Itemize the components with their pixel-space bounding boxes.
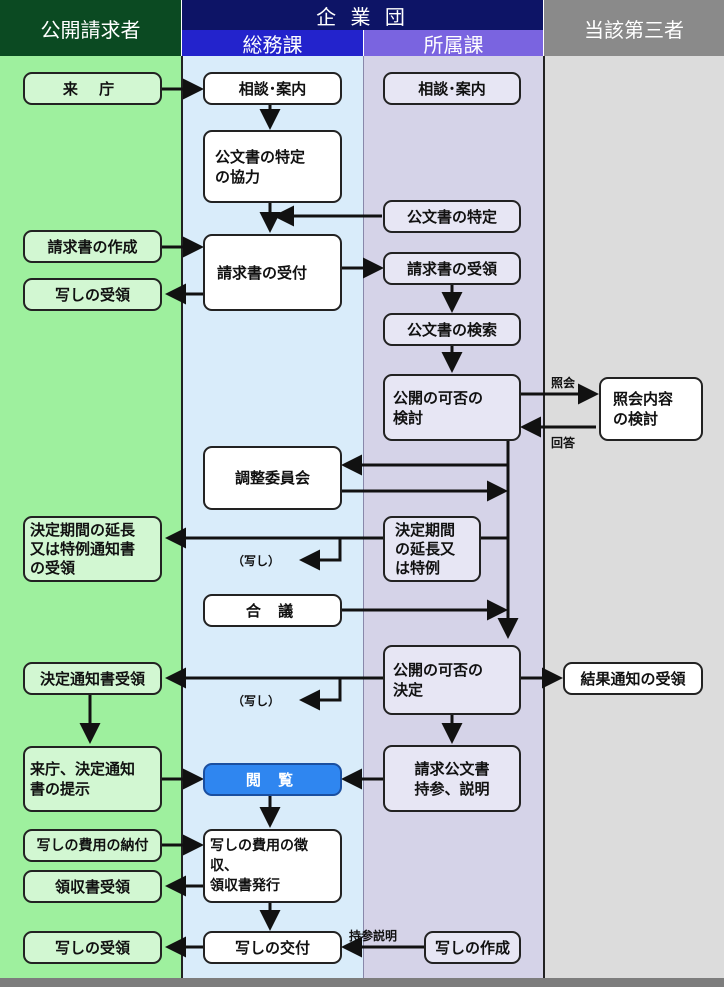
arrow-copy-2 <box>299 678 342 711</box>
node-receive-copy-1: 写しの受領 <box>23 278 162 311</box>
node-receive-copy-2: 写しの受領 <box>23 931 162 964</box>
arrow-copy-1 <box>299 538 342 571</box>
node-receive-receipt: 領収書受領 <box>23 870 162 903</box>
node-consult-dept: 相談･案内 <box>383 72 521 105</box>
node-make-copy: 写しの作成 <box>424 931 521 964</box>
node-receive-extension: 決定期間の延長 又は特例通知書 の受領 <box>23 516 162 582</box>
label-copy-2: （写し） <box>232 694 281 708</box>
node-extension: 決定期間 の延長又 は特例 <box>383 516 481 582</box>
node-create-request: 請求書の作成 <box>23 230 162 263</box>
node-visit-present: 来庁、決定通知 書の提示 <box>23 746 162 812</box>
header-department: 所属課 <box>364 30 543 57</box>
node-review-inquiry: 照会内容 の検討 <box>599 377 703 441</box>
node-viewing: 閲 覧 <box>203 763 342 796</box>
node-committee: 調整委員会 <box>203 446 342 510</box>
node-collect-fee: 写しの費用の徴収、 領収書発行 <box>203 829 342 903</box>
header-general-affairs: 総務課 <box>182 30 363 57</box>
lane-divider-3 <box>543 56 545 978</box>
node-consult-general: 相談･案内 <box>203 72 342 105</box>
lane-divider-1 <box>181 56 183 978</box>
node-accept-request: 請求書の受付 <box>203 234 342 311</box>
label-copy-1: （写し） <box>232 554 281 568</box>
header-organization: 企 業 団 <box>182 0 543 30</box>
bottom-bar <box>0 978 724 987</box>
node-decision: 公開の可否の 決定 <box>383 645 521 715</box>
node-receive-result: 結果通知の受領 <box>563 662 703 695</box>
lane-divider-2 <box>363 56 364 978</box>
node-consultation: 合 議 <box>203 594 342 627</box>
node-identify: 公文書の特定 <box>383 200 521 233</box>
label-inquiry: 照会 <box>551 376 576 390</box>
node-receive-request: 請求書の受領 <box>383 252 521 285</box>
node-identify-coop: 公文書の特定 の協力 <box>203 130 342 203</box>
header-requester: 公開請求者 <box>0 0 181 56</box>
lane-third-party <box>544 56 724 978</box>
node-pay-fee: 写しの費用の納付 <box>23 829 162 862</box>
node-search: 公文書の検索 <box>383 313 521 346</box>
label-answer: 回答 <box>551 436 576 450</box>
header-third-party: 当該第三者 <box>544 0 724 56</box>
node-review: 公開の可否の 検討 <box>383 374 521 441</box>
label-bring-explain: 持参説明 <box>349 929 398 943</box>
node-bring-explain: 請求公文書 持参、説明 <box>383 745 521 812</box>
node-visit: 来 庁 <box>23 72 162 105</box>
node-receive-decision: 決定通知書受領 <box>23 662 162 695</box>
node-deliver-copy: 写しの交付 <box>203 931 342 964</box>
